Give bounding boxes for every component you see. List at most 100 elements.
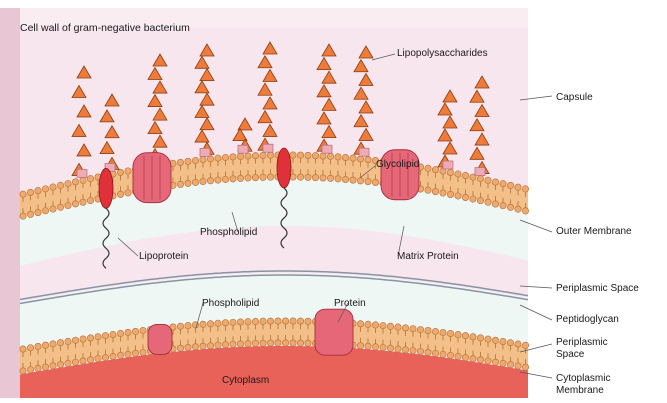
label-protein: Protein <box>334 298 366 309</box>
lipid-head <box>27 345 33 351</box>
lipid-head <box>215 155 221 161</box>
lipid-head <box>72 359 78 365</box>
lipid-head <box>192 344 198 350</box>
label-phospholipid-inner: Phospholipid <box>202 298 259 309</box>
lipid-head <box>57 339 63 345</box>
glycolipid-square <box>322 145 332 153</box>
lipid-head <box>365 343 371 349</box>
lipid-head <box>50 341 56 347</box>
lipid-head <box>237 341 243 347</box>
lipid-head <box>327 175 333 181</box>
lipid-head <box>50 184 56 190</box>
lipid-head <box>20 346 26 352</box>
lipid-head <box>500 180 506 186</box>
lipid-head <box>35 343 41 349</box>
lipid-head <box>447 352 453 358</box>
lipid-head <box>200 156 206 162</box>
lipid-head <box>192 157 198 163</box>
lipid-head <box>192 179 198 185</box>
lipid-head <box>185 344 191 350</box>
lipid-head <box>117 169 123 175</box>
lipid-head <box>387 323 393 329</box>
lipid-head <box>80 177 86 183</box>
lipid-head <box>515 363 521 369</box>
lipid-head <box>42 208 48 214</box>
lipid-head <box>102 354 108 360</box>
lipid-head <box>125 351 131 357</box>
lipid-head <box>177 323 183 329</box>
lipid-head <box>245 175 251 181</box>
lipid-head <box>80 358 86 364</box>
lipid-head <box>87 357 93 363</box>
lipid-head <box>50 363 56 369</box>
lipoprotein-shape <box>99 168 113 208</box>
lipid-head <box>57 361 63 367</box>
lipid-head <box>440 351 446 357</box>
lipid-head <box>417 348 423 354</box>
lipid-head <box>27 211 33 217</box>
lipid-head <box>425 187 431 193</box>
lipid-head <box>207 178 213 184</box>
lipid-head <box>507 362 513 368</box>
lipid-head <box>65 338 71 344</box>
label-lipopolysaccharides: Lipopolysaccharides <box>397 48 488 59</box>
lipid-head <box>425 165 431 171</box>
lipid-head <box>357 343 363 349</box>
lipid-head <box>312 152 318 158</box>
lipid-head <box>230 176 236 182</box>
lipid-head <box>365 178 371 184</box>
label-peptidoglycan: Peptidoglycan <box>556 314 619 325</box>
lipid-head <box>320 153 326 159</box>
lipid-head <box>522 186 528 192</box>
lipid-head <box>492 179 498 185</box>
lipid-head <box>432 350 438 356</box>
diagram-title: Cell wall of gram-negative bacterium <box>20 22 190 34</box>
lipid-head <box>177 159 183 165</box>
lipid-head <box>72 337 78 343</box>
lipid-head <box>20 368 26 374</box>
lipid-head <box>500 360 506 366</box>
lipid-head <box>447 191 453 197</box>
lipid-head <box>462 332 468 338</box>
lipid-head <box>140 349 146 355</box>
glycolipid-square <box>77 169 87 177</box>
lipid-head <box>522 364 528 370</box>
lipid-head <box>380 344 386 350</box>
lipid-head <box>365 321 371 327</box>
lipid-head <box>72 179 78 185</box>
label-cytoplasm: Cytoplasm <box>222 375 269 386</box>
inner-protein-small <box>148 324 172 354</box>
lipid-head <box>410 347 416 353</box>
lipid-head <box>477 357 483 363</box>
lipid-head <box>507 340 513 346</box>
lipid-head <box>110 331 116 337</box>
lipid-head <box>27 367 33 373</box>
lipid-head <box>515 184 521 190</box>
lipid-head <box>237 175 243 181</box>
lipid-head <box>522 342 528 348</box>
label-phospholipid-outer: Phospholipid <box>200 227 257 238</box>
lipid-head <box>335 176 341 182</box>
inner-protein-large <box>315 309 353 355</box>
lipid-head <box>290 318 296 324</box>
lipid-head <box>87 197 93 203</box>
lipid-head <box>252 318 258 324</box>
lipid-head <box>245 153 251 159</box>
lipid-head <box>515 206 521 212</box>
lipid-head <box>245 318 251 324</box>
lipid-head <box>470 356 476 362</box>
lipid-head <box>117 352 123 358</box>
lipid-head <box>342 176 348 182</box>
glycolipid-square <box>443 161 453 169</box>
lipid-head <box>485 199 491 205</box>
label-outer-membrane: Outer Membrane <box>556 226 632 237</box>
lipid-head <box>282 340 288 346</box>
frame-top <box>0 0 528 8</box>
lipid-head <box>297 340 303 346</box>
lipid-head <box>500 202 506 208</box>
label-periplasmic-space-2-line1: Periplasmic <box>556 337 608 348</box>
lipid-head <box>57 182 63 188</box>
lipid-head <box>42 186 48 192</box>
lipid-head <box>470 196 476 202</box>
lipid-head <box>132 328 138 334</box>
